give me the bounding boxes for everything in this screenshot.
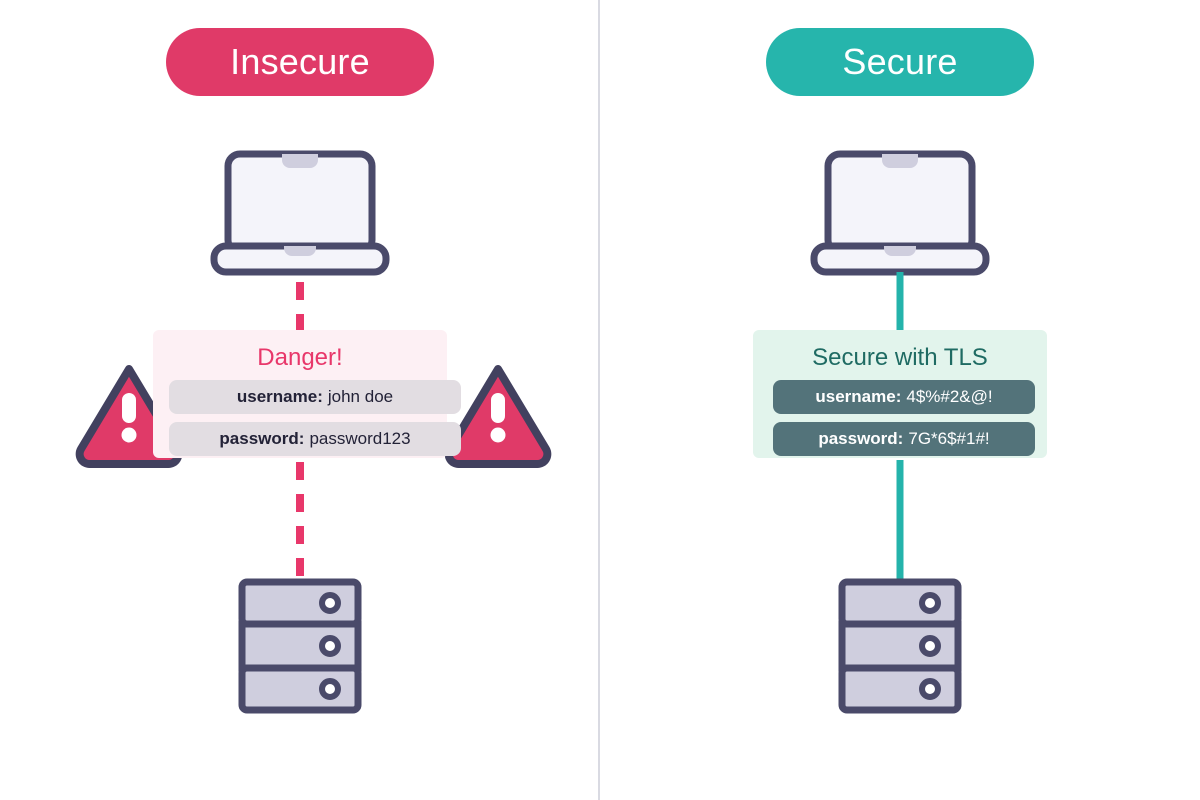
secure-panel: Secure: [600, 0, 1200, 800]
insecure-badge: Insecure: [166, 28, 434, 96]
secure-badge-label: Secure: [842, 41, 958, 82]
secure-credentials-panel: Secure with TLS username: 4$%#2&@! passw…: [753, 330, 1047, 458]
insecure-connection-line-top: [296, 282, 304, 330]
secure-badge: Secure: [766, 28, 1034, 96]
credential-row: password: 7G*6$#1#!: [773, 422, 1035, 456]
insecure-badge-label: Insecure: [230, 41, 370, 82]
insecure-connection-line-bottom: [296, 462, 304, 582]
credential-key: username:: [236, 387, 323, 406]
credential-value: john doe: [327, 387, 394, 406]
server-icon: [838, 578, 962, 714]
secure-connection-line-bottom: [896, 460, 904, 585]
credential-value: 4$%#2&@!: [906, 387, 993, 406]
insecure-panel: Insecure Dan: [75, 28, 552, 714]
credential-key: password:: [818, 429, 904, 448]
danger-title: Danger!: [257, 344, 343, 371]
secure-connection-line-top: [896, 272, 904, 332]
server-icon: [238, 578, 362, 714]
credential-value: 7G*6$#1#!: [908, 429, 990, 448]
credential-key: username:: [815, 387, 902, 406]
secure-title: Secure with TLS: [812, 344, 988, 371]
credential-key: password:: [219, 429, 305, 448]
laptop-icon: [810, 150, 990, 276]
center-divider: [598, 0, 600, 800]
insecure-credentials-panel: Danger! username: john doe password: pas…: [153, 330, 461, 458]
credential-row: username: john doe: [169, 380, 461, 414]
credential-row: password: password123: [169, 422, 461, 456]
warning-triangle-icon: [444, 363, 552, 468]
credential-value: password123: [309, 429, 411, 448]
laptop-icon: [210, 150, 390, 276]
credential-row: username: 4$%#2&@!: [773, 380, 1035, 414]
